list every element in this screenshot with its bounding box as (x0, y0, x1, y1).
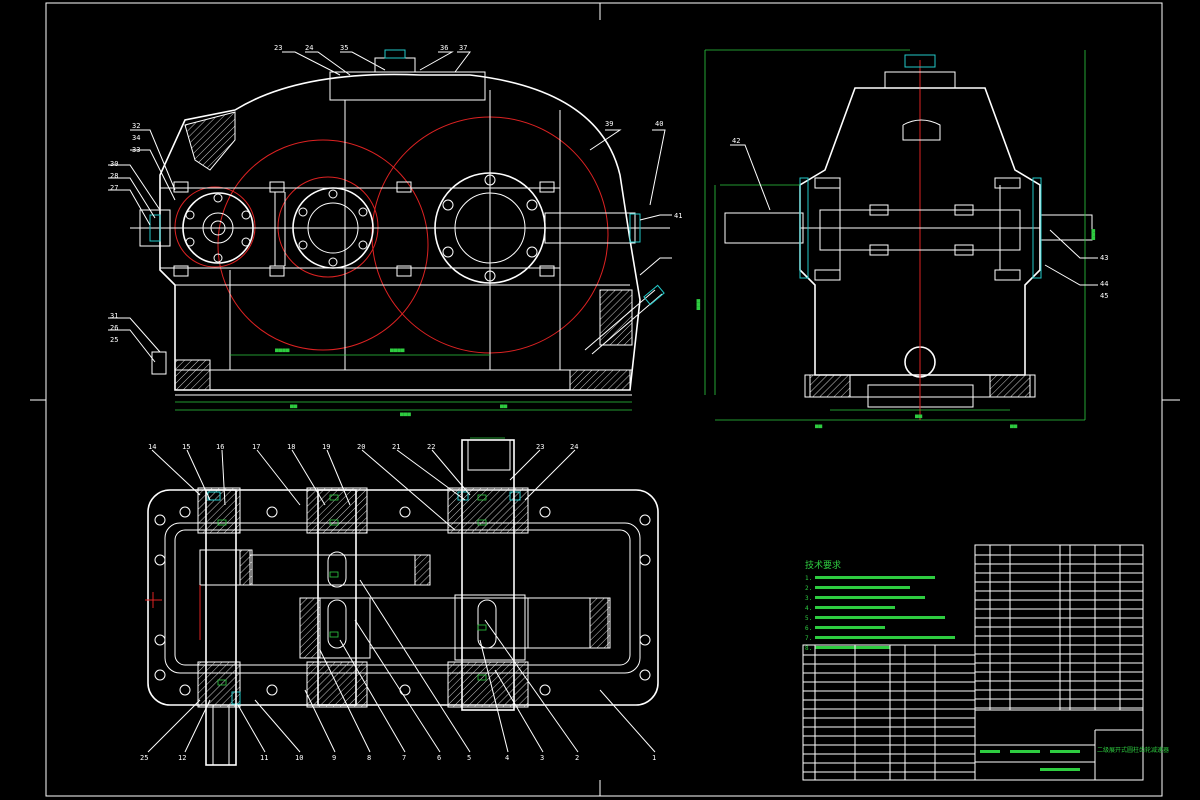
part-label: 22 (427, 443, 435, 451)
part-label: 32 (132, 122, 140, 130)
part-label: 8 (367, 754, 371, 762)
svg-text:■■: ■■ (1010, 423, 1018, 430)
part-label: 19 (322, 443, 330, 451)
bearing-cover-1 (182, 192, 254, 264)
part-label: 43 (1100, 254, 1108, 262)
front-view-labels: 23 24 35 36 37 32 34 33 30 28 27 31 26 2… (110, 44, 682, 344)
part-label: 15 (182, 443, 190, 451)
part-label: 16 (216, 443, 224, 451)
part-label: 30 (110, 160, 118, 168)
tech-req-line: 3. (805, 595, 812, 602)
part-label: 21 (392, 443, 400, 451)
part-label: 2 (575, 754, 579, 762)
part-label: 28 (110, 172, 118, 180)
part-label: 18 (287, 443, 295, 451)
svg-text:■■■: ■■■ (1090, 229, 1097, 240)
bearing-cover-2 (292, 187, 374, 269)
gear-circle-1 (217, 139, 429, 351)
plan-view: 14 15 16 17 18 19 20 21 22 23 24 (140, 437, 659, 766)
plan-view-bottom-labels: 25 12 11 10 9 8 7 6 5 4 3 2 1 (140, 754, 656, 762)
part-label: 24 (305, 44, 313, 52)
part-label: 27 (110, 184, 118, 192)
svg-text:■■■: ■■■ (695, 299, 702, 310)
part-label: 5 (467, 754, 471, 762)
side-view: ■■ ■■ ■■ ■■■ ■■■ 42 43 44 45 (695, 49, 1108, 430)
part-label: 11 (260, 754, 268, 762)
part-label: 39 (605, 120, 613, 128)
svg-text:■■: ■■ (915, 413, 923, 420)
tech-req-line: 4. (805, 605, 812, 612)
tech-req-line: 1. (805, 575, 812, 582)
part-label: 9 (332, 754, 336, 762)
title-block: 二级展开式圆柱齿轮减速器 (974, 709, 1169, 781)
tech-req-title: 技术要求 (805, 559, 841, 571)
parts-list (802, 544, 1144, 781)
part-label: 24 (570, 443, 578, 451)
part-label: 26 (110, 324, 118, 332)
svg-text:■■: ■■ (290, 403, 298, 410)
part-label: 37 (459, 44, 467, 52)
part-label: 45 (1100, 292, 1108, 300)
part-label: 33 (132, 146, 140, 154)
tech-req-line: 5. (805, 615, 812, 622)
drawing-frame (30, 2, 1180, 797)
part-label: 10 (295, 754, 303, 762)
part-label: 41 (674, 212, 682, 220)
part-label: 40 (655, 120, 663, 128)
front-view: ■■■■ ■■■■ ■■ ■■■ ■■ 23 24 35 36 37 32 34… (108, 44, 682, 418)
part-label: 23 (536, 443, 544, 451)
tech-req-line: 2. (805, 585, 812, 592)
part-label: 44 (1100, 280, 1108, 288)
part-label: 12 (178, 754, 186, 762)
part-label: 34 (132, 134, 140, 142)
part-label: 23 (274, 44, 282, 52)
part-label: 25 (140, 754, 148, 762)
part-label: 25 (110, 336, 118, 344)
part-label: 3 (540, 754, 544, 762)
svg-text:■■: ■■ (500, 403, 508, 410)
part-label: 31 (110, 312, 118, 320)
technical-requirements: 技术要求 1. 2. 3. 4. 5. 6. 7. 8. (805, 559, 955, 652)
part-label: 35 (340, 44, 348, 52)
plan-view-top-labels: 14 15 16 17 18 19 20 21 22 23 24 (148, 443, 578, 451)
part-label: 20 (357, 443, 365, 451)
part-label: 42 (732, 137, 740, 145)
svg-text:■■: ■■ (815, 423, 823, 430)
part-label: 7 (402, 754, 406, 762)
part-label: 14 (148, 443, 156, 451)
tech-req-line: 6. (805, 625, 812, 632)
svg-text:■■■: ■■■ (400, 411, 411, 418)
title-block-title: 二级展开式圆柱齿轮减速器 (1097, 746, 1169, 754)
tech-req-line: 8. (805, 645, 812, 652)
part-label: 4 (505, 754, 509, 762)
svg-text:■■■■: ■■■■ (390, 347, 405, 354)
part-label: 6 (437, 754, 441, 762)
part-label: 36 (440, 44, 448, 52)
svg-text:■■■■: ■■■■ (275, 347, 290, 354)
part-label: 17 (252, 443, 260, 451)
part-label: 1 (652, 754, 656, 762)
tech-req-line: 7. (805, 635, 812, 642)
